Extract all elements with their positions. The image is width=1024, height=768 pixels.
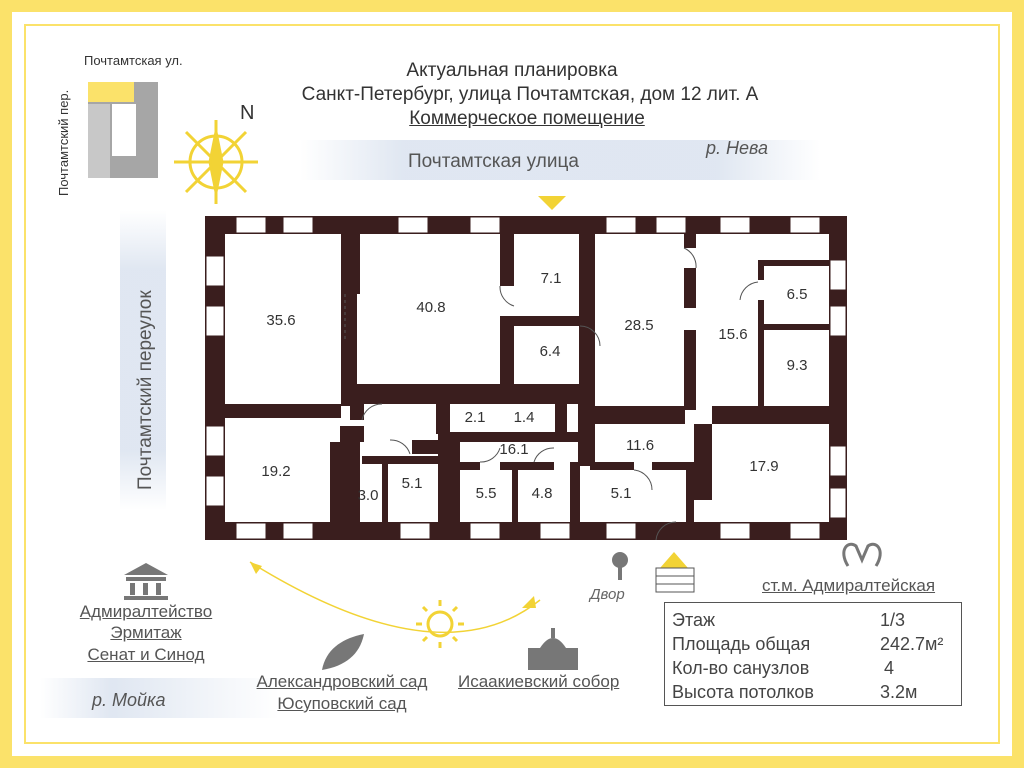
room-label: 7.1 bbox=[541, 270, 562, 287]
stat-label-area: Площадь общая bbox=[672, 634, 811, 654]
entrance-steps bbox=[655, 567, 695, 593]
stats-box bbox=[664, 602, 962, 706]
room-label: 4.8 bbox=[532, 485, 553, 502]
title-line1: Актуальная планировка bbox=[406, 60, 618, 81]
room-label: 16.1 bbox=[499, 441, 528, 458]
sun-icon bbox=[416, 600, 464, 648]
room-label: 1.4 bbox=[514, 409, 535, 426]
floor-plan-walls bbox=[205, 216, 847, 540]
room-label: 2.1 bbox=[465, 409, 486, 426]
room-label: 15.6 bbox=[718, 326, 747, 343]
street-band-left bbox=[120, 210, 166, 510]
river-band-bottom bbox=[40, 678, 280, 718]
stat-value-area: 242.7м² bbox=[880, 634, 944, 654]
metro-label: ст.м. Адмиралтейская bbox=[762, 576, 936, 595]
room-label: 9.3 bbox=[787, 357, 808, 374]
landmark-admiralty: Адмиралтейство bbox=[79, 602, 213, 621]
compass-icon bbox=[174, 120, 258, 204]
title-line2: Санкт-Петербург, улица Почтамтская, дом … bbox=[301, 84, 759, 105]
title-line3: Коммерческое помещение bbox=[409, 108, 645, 129]
stat-label-floor: Этаж bbox=[672, 610, 716, 630]
room-label: 17.9 bbox=[749, 458, 778, 475]
entrance-arrow-bottom bbox=[660, 552, 688, 568]
cathedral-icon bbox=[528, 628, 578, 670]
river-neva-label: р. Нева bbox=[706, 138, 769, 158]
stat-label-ceiling: Высота потолков bbox=[672, 682, 814, 702]
room-label: 6.4 bbox=[540, 343, 561, 360]
yard-label: Двор bbox=[590, 586, 625, 603]
entrance-arrow-top bbox=[538, 196, 566, 210]
yard-pin-icon bbox=[612, 552, 628, 580]
windows bbox=[205, 216, 847, 540]
room-label: 19.2 bbox=[261, 463, 290, 480]
room-label: 11.6 bbox=[626, 437, 654, 454]
room-label: 5.1 bbox=[402, 475, 423, 492]
room-label: 5.5 bbox=[476, 485, 497, 502]
room-label: 28.5 bbox=[624, 317, 653, 334]
museum-icon bbox=[124, 563, 168, 600]
leaf-icon bbox=[322, 634, 364, 670]
landmark-hermitage: Эрмитаж bbox=[110, 623, 182, 642]
room-label: 3.0 bbox=[358, 487, 379, 504]
stat-label-bathrooms: Кол-во санузлов bbox=[672, 658, 810, 678]
doors bbox=[344, 247, 759, 541]
room-labels: 35.6 40.8 7.1 6.4 28.5 6.5 15.6 9.3 2.1 … bbox=[261, 270, 807, 504]
street-band-top bbox=[300, 140, 820, 180]
stat-value-floor: 1/3 bbox=[880, 610, 906, 630]
sun-path bbox=[249, 561, 541, 634]
landmark-isaac-cathedral: Исаакиевский собор bbox=[458, 672, 620, 691]
north-label: N bbox=[240, 102, 255, 124]
room-label: 6.5 bbox=[787, 286, 808, 303]
room-label: 35.6 bbox=[266, 312, 295, 329]
room-label: 5.1 bbox=[611, 485, 632, 502]
stat-value-ceiling: 3.2м bbox=[880, 682, 918, 702]
landmark-senate: Сенат и Синод bbox=[87, 645, 205, 664]
landmark-yusupov-garden: Юсуповский сад bbox=[277, 694, 407, 713]
mini-map-courtyard bbox=[112, 104, 136, 156]
room-label: 40.8 bbox=[416, 299, 445, 316]
street-top-label: Почтамтская улица bbox=[408, 151, 579, 172]
inner-border bbox=[24, 24, 1000, 744]
landmark-alexander-garden: Александровский сад bbox=[256, 672, 428, 691]
metro-icon bbox=[842, 542, 882, 567]
stat-value-bathrooms: 4 bbox=[884, 658, 895, 678]
river-moika-label: р. Мойка bbox=[92, 690, 166, 710]
mini-map-highlight-top bbox=[88, 82, 134, 102]
mini-street-label: Почтамтская ул. bbox=[84, 53, 183, 68]
